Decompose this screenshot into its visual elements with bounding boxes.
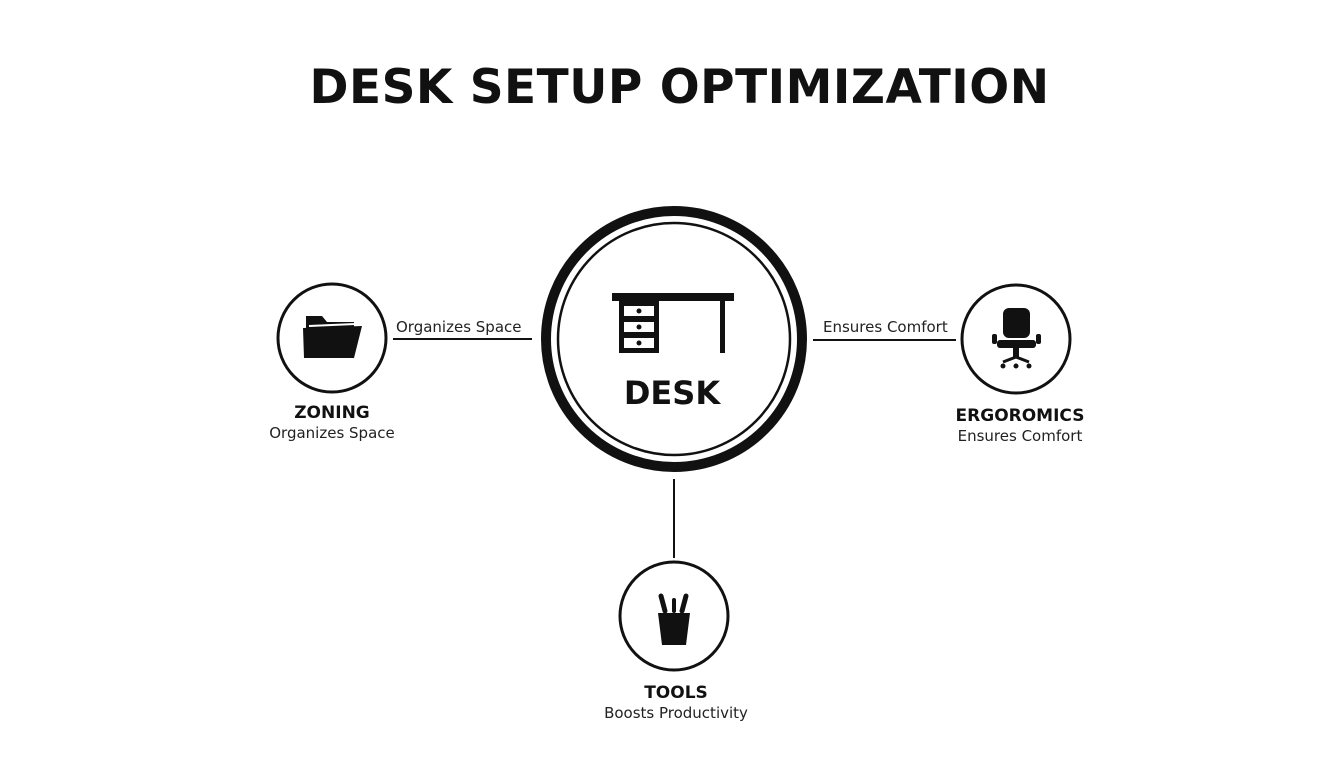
caption-ergoromics: ERGOROMICS Ensures Comfort [910,406,1130,446]
center-node-desk [541,206,807,472]
node-title-ergoromics: ERGOROMICS [955,406,1085,426]
edge-label-ergoromics: Ensures Comfort [823,318,948,336]
node-title-tools: TOOLS [644,683,708,703]
caption-zoning: ZONING Organizes Space [232,403,432,443]
edge-label-zoning: Organizes Space [396,318,522,336]
folder-icon [303,316,362,358]
node-tools [618,560,730,672]
node-ergoromics [960,283,1072,395]
office-chair-icon [992,308,1041,369]
center-node-label: DESK [623,374,721,412]
node-subtitle-zoning: Organizes Space [269,424,395,443]
node-subtitle-tools: Boosts Productivity [604,704,748,723]
node-zoning [276,282,388,394]
pencil-cup-icon [658,593,690,645]
caption-tools: TOOLS Boosts Productivity [566,683,786,723]
diagram-title: DESK SETUP OPTIMIZATION [309,60,1050,115]
desk-icon [612,293,734,353]
node-subtitle-ergoromics: Ensures Comfort [957,427,1083,446]
node-title-zoning: ZONING [294,403,370,423]
